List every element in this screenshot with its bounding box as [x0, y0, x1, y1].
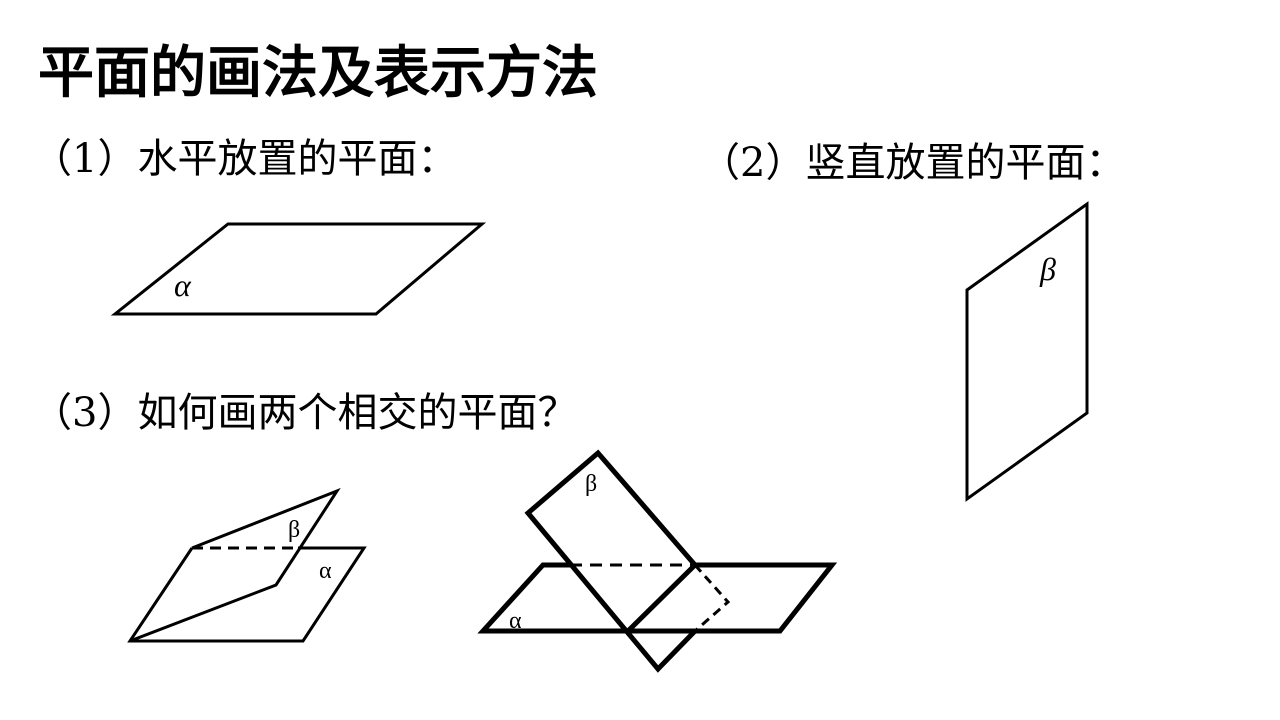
- page-title: 平面的画法及表示方法: [38, 40, 598, 106]
- plane-beta-hidden-edges: [693, 564, 731, 633]
- plane-alpha-visible-edges: [477, 562, 838, 634]
- intersecting-planes-figure-b: β α: [477, 449, 838, 673]
- plane-intersection-line: [626, 563, 697, 633]
- horizontal-plane-outline: [110, 222, 487, 316]
- vertical-plane-outline: [965, 201, 1089, 502]
- horizontal-plane-label: α: [174, 267, 192, 303]
- plane-beta-edges: [129, 487, 341, 643]
- plane-beta-label: β: [288, 517, 300, 543]
- plane-beta-visible-edges: [524, 449, 697, 673]
- plane-alpha-edges: [127, 546, 367, 643]
- vertical-plane-figure: β: [965, 201, 1089, 502]
- plane-beta-label: β: [585, 471, 597, 497]
- plane-alpha-label: α: [509, 608, 522, 634]
- horizontal-plane-figure: α: [110, 222, 487, 316]
- intersecting-planes-figure-a: β α: [127, 487, 367, 643]
- vertical-plane-label: β: [1039, 251, 1056, 287]
- item-vertical-plane-label: （2）竖直放置的平面：: [700, 140, 1126, 186]
- item-intersecting-planes-label: （3）如何画两个相交的平面？: [32, 390, 578, 436]
- plane-alpha-label: α: [319, 558, 332, 584]
- item-horizontal-plane-label: （1）水平放置的平面：: [32, 136, 458, 182]
